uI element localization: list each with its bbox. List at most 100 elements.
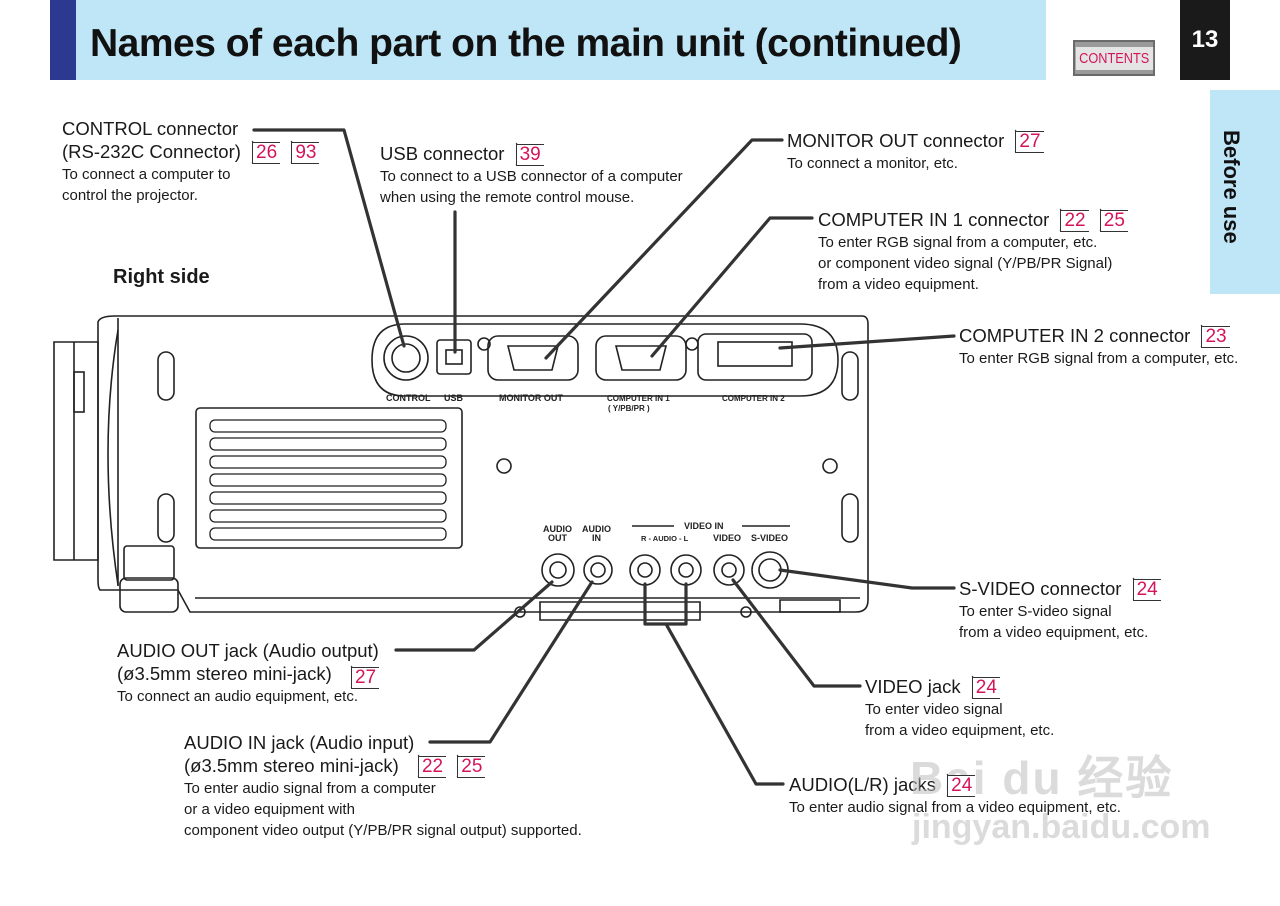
- contents-button-label: CONTENTS: [1075, 46, 1153, 70]
- leader-audio-in: [428, 580, 594, 744]
- adjust-foot: [119, 577, 179, 613]
- audio-l-jack: [670, 554, 702, 586]
- panel-label-monitor-out: MONITOR OUT: [499, 393, 563, 403]
- connector-panel: [371, 323, 839, 397]
- audio-in-title-2-text: (ø3.5mm stereo mini-jack): [184, 755, 399, 776]
- audio-out-title-2: (ø3.5mm stereo mini-jack) 27: [117, 663, 380, 689]
- foot-top: [123, 545, 175, 581]
- control-title-1: CONTROL connector: [62, 118, 239, 139]
- leader-monitor-out: [544, 138, 784, 360]
- leader-audio-lr-bracket: [643, 582, 688, 626]
- video-desc-2: from a video equipment, etc.: [865, 722, 1055, 739]
- ref-link[interactable]: 24: [971, 675, 1000, 699]
- computer-in2-connector: [697, 333, 813, 381]
- panel-label-computer-in1: COMPUTER IN 1: [607, 394, 670, 403]
- lens-housing: [53, 341, 99, 561]
- screw-icon: [496, 458, 512, 474]
- s-video-desc-2: from a video equipment, etc.: [959, 624, 1149, 641]
- control-title-2-text: (RS-232C Connector): [62, 141, 241, 162]
- ref-number: 23: [1201, 326, 1230, 348]
- ref-link[interactable]: 24: [1132, 577, 1161, 601]
- s-video-title: S-VIDEO connector 24: [959, 577, 1161, 601]
- vent-slats: [209, 419, 447, 541]
- contents-button[interactable]: CONTENTS: [1073, 40, 1155, 76]
- screw-icon: [740, 606, 752, 618]
- usb-title: USB connector 39: [380, 142, 544, 166]
- ref-number: 22: [417, 756, 447, 778]
- ref-link[interactable]: 25: [1099, 208, 1128, 232]
- audio-out-title-1: AUDIO OUT jack (Audio output): [117, 640, 379, 661]
- monitor-out-connector: [487, 335, 579, 381]
- side-tab[interactable]: Before use: [1210, 90, 1280, 294]
- screw-icon: [477, 337, 491, 351]
- slot-left-bottom: [157, 493, 175, 543]
- computer-in1-desc-1: To enter RGB signal from a computer, etc…: [818, 234, 1098, 251]
- view-label: Right side: [113, 266, 210, 288]
- ref-link[interactable]: 22: [1060, 208, 1089, 232]
- leader-audio-lr: [664, 622, 785, 786]
- computer-in2-title-text: COMPUTER IN 2 connector: [959, 325, 1191, 346]
- computer-in1-title: COMPUTER IN 1 connector 22 25: [818, 208, 1128, 232]
- ref-link[interactable]: 27: [1015, 129, 1044, 153]
- panel-label-audio-in-1: AUDIO: [582, 524, 611, 534]
- audio-in-title-2: (ø3.5mm stereo mini-jack) 22 25: [184, 754, 486, 778]
- usb-title-text: USB connector: [380, 143, 505, 164]
- body-outline: [97, 315, 869, 613]
- video-title-text: VIDEO jack: [865, 676, 961, 697]
- audio-lr-desc-1: To enter audio signal from a video equip…: [789, 799, 1121, 816]
- leader-video: [731, 578, 862, 688]
- video-jack: [713, 554, 745, 586]
- leader-computer-in1: [650, 216, 814, 358]
- computer-in1-title-text: COMPUTER IN 1 connector: [818, 209, 1050, 230]
- page-title: Names of each part on the main unit (con…: [90, 22, 962, 65]
- ref-link[interactable]: 24: [946, 773, 976, 797]
- panel-label-computer-in2: COMPUTER IN 2: [722, 394, 785, 403]
- ref-link[interactable]: 25: [456, 754, 486, 778]
- ref-number: 27: [350, 667, 380, 689]
- computer-in1-connector: [595, 335, 687, 381]
- computer-in2-desc-1: To enter RGB signal from a computer, etc…: [959, 350, 1239, 367]
- computer-in1-desc-2: or component video signal (Y/PB/PR Signa…: [818, 255, 1113, 272]
- leader-control: [252, 128, 406, 348]
- front-panel-curve: [107, 329, 119, 586]
- panel-label-audio-in-2: IN: [592, 533, 601, 543]
- ref-link[interactable]: 27: [350, 665, 380, 689]
- foot-block: [779, 599, 841, 613]
- audio-in-desc-2: or a video equipment with: [184, 801, 355, 818]
- audio-lr-title-text: AUDIO(L/R) jacks: [789, 774, 936, 795]
- ref-link[interactable]: 23: [1201, 324, 1230, 348]
- control-title-2: (RS-232C Connector) 26 93: [62, 140, 320, 164]
- screw-icon: [514, 606, 526, 618]
- audio-in-desc-1: To enter audio signal from a computer: [184, 780, 436, 797]
- ref-link[interactable]: 39: [515, 142, 544, 166]
- ref-link[interactable]: 93: [290, 140, 320, 164]
- ref-link[interactable]: 22: [417, 754, 447, 778]
- header-accent-bar: [50, 0, 76, 80]
- ref-number: 24: [1132, 579, 1161, 601]
- control-desc-1: To connect a computer to: [62, 166, 231, 183]
- computer-in1-desc-3: from a video equipment.: [818, 276, 979, 293]
- leader-lines: [252, 128, 956, 786]
- panel-label-usb: USB: [444, 393, 464, 403]
- audio-in-jack: [583, 555, 613, 585]
- computer-in2-title: COMPUTER IN 2 connector 23: [959, 324, 1230, 348]
- audio-in-desc-3: component video output (Y/PB/PR signal o…: [184, 822, 582, 839]
- leader-computer-in2: [778, 334, 956, 350]
- leader-audio-out: [394, 580, 554, 652]
- monitor-out-title-text: MONITOR OUT connector: [787, 130, 1005, 151]
- ref-number: 22: [1060, 210, 1089, 232]
- panel-label-audio-out-2: OUT: [548, 533, 568, 543]
- audio-in-title-1: AUDIO IN jack (Audio input): [184, 732, 415, 753]
- control-connector: [383, 335, 429, 381]
- slot-right-top: [841, 351, 859, 401]
- panel-label-computer-in1-sub: ( Y/PB/PR ): [608, 404, 650, 413]
- ref-number: 26: [252, 142, 281, 164]
- audio-out-jack: [541, 553, 575, 587]
- video-title: VIDEO jack 24: [865, 675, 1000, 699]
- watermark-url: jingyan.baidu.com: [912, 808, 1211, 846]
- audio-r-jack: [629, 554, 661, 586]
- control-desc-2: control the projector.: [62, 187, 198, 204]
- ref-link[interactable]: 26: [251, 140, 281, 164]
- panel-label-control: CONTROL: [386, 393, 431, 403]
